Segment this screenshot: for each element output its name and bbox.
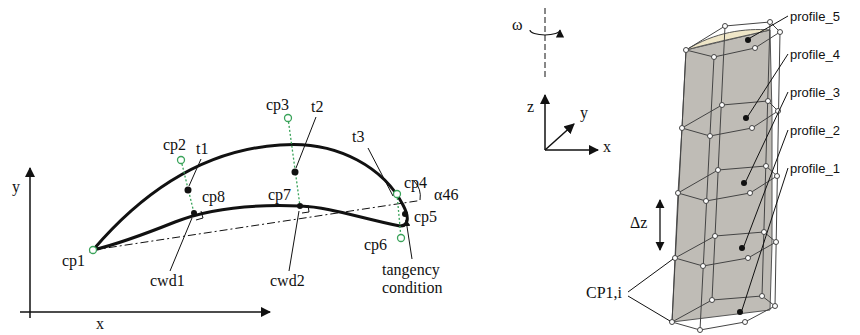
point-label: t3 (352, 128, 364, 146)
point-label: t1 (196, 140, 208, 158)
point-label: t2 (311, 98, 323, 116)
angle-label: α46 (434, 186, 458, 204)
axis-label: ω (512, 16, 523, 34)
note-label: tangency condition (382, 261, 460, 297)
control-point-label: CP1,i (586, 284, 622, 302)
profile-label: profile_4 (790, 46, 840, 64)
profile-label: profile_1 (790, 160, 840, 178)
profile-label: profile_2 (790, 122, 840, 140)
axis-label: z (527, 98, 534, 116)
distance-label: cwd1 (150, 272, 185, 290)
control-point-label: cp6 (364, 236, 387, 254)
profile-label: profile_3 (790, 84, 840, 102)
control-point-label: cp8 (202, 188, 225, 206)
control-point-label: cp7 (268, 186, 291, 204)
distance-label: cwd2 (270, 272, 305, 290)
dimension-label: Δz (630, 214, 647, 232)
axis-label: y (12, 178, 20, 196)
control-point-label: cp5 (414, 208, 437, 226)
control-point-label: cp1 (62, 252, 85, 270)
control-point-label: cp2 (163, 136, 186, 154)
axis-label: x (603, 138, 611, 156)
profile-label: profile_5 (790, 8, 840, 26)
axis-label: y (580, 104, 588, 122)
control-point-label: cp3 (266, 96, 289, 114)
control-point-label: cp4 (404, 174, 427, 192)
axis-label: x (96, 315, 104, 333)
